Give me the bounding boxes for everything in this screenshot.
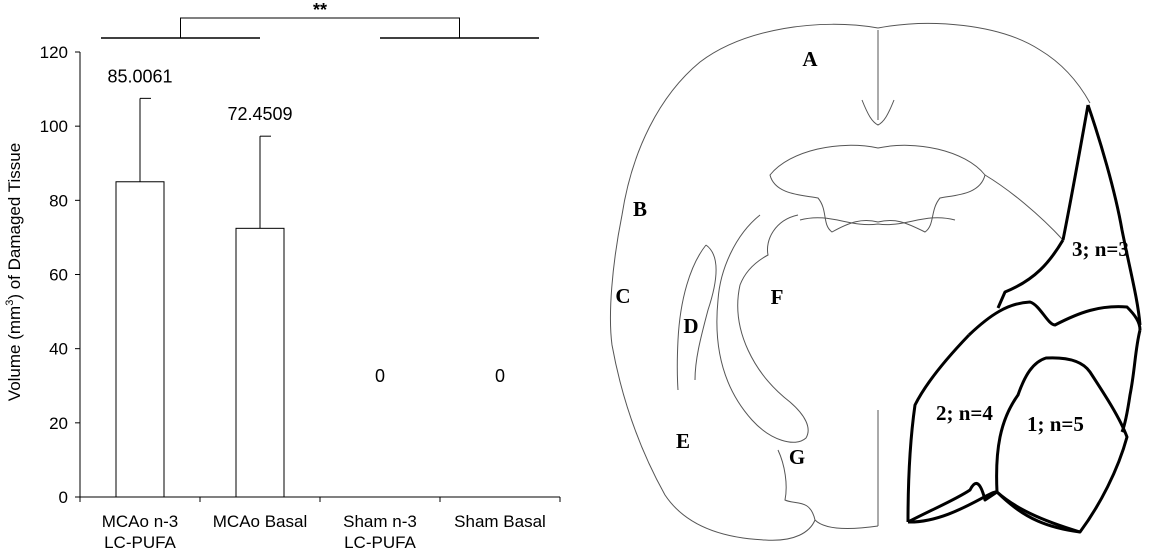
striatum-contour bbox=[716, 214, 809, 443]
y-tick-label-120: 120 bbox=[40, 43, 68, 62]
x-tick-label-line: LC-PUFA bbox=[104, 533, 176, 552]
brain-outline-left bbox=[609, 23, 879, 541]
x-tick-label-1: MCAo Basal bbox=[213, 512, 307, 531]
zone-2-top bbox=[967, 300, 1142, 337]
zone-2-left bbox=[906, 333, 971, 523]
ventricle bbox=[769, 144, 986, 233]
lower-contour bbox=[777, 449, 816, 521]
value-label-2: 0 bbox=[375, 366, 385, 386]
brain-outline-right bbox=[877, 22, 1091, 104]
x-tick-label-line: LC-PUFA bbox=[344, 533, 416, 552]
significance-bracket: ** bbox=[101, 0, 539, 39]
zone-3-lower bbox=[996, 239, 1065, 309]
y-axis-title-suffix: ) of Damaged Tissue bbox=[5, 143, 24, 300]
y-tick-label-100: 100 bbox=[40, 117, 68, 136]
value-label-3: 0 bbox=[495, 366, 505, 386]
external-capsule-outer bbox=[694, 244, 717, 381]
x-tick-label-line: Sham Basal bbox=[454, 512, 546, 531]
y-tick-label-20: 20 bbox=[49, 414, 68, 433]
y-axis-title-superscript: 3 bbox=[4, 300, 16, 306]
region-label-g: G bbox=[789, 445, 805, 469]
brain-section-panel: A B C D E F G 3; n=3 2; n=4 1; n=5 bbox=[580, 0, 1158, 558]
value-labels: 85.0061 72.4509 0 0 bbox=[107, 66, 505, 386]
ventricle-inner bbox=[799, 217, 956, 226]
y-axis: 0 20 40 60 80 100 120 bbox=[40, 43, 81, 507]
significance-bracket-line bbox=[180, 17, 460, 38]
x-tick-label-line: Sham n-3 bbox=[343, 512, 417, 531]
bar-0 bbox=[115, 181, 165, 498]
x-tick-label-3: Sham Basal bbox=[454, 512, 546, 531]
midline-notch bbox=[861, 99, 895, 126]
value-label-0: 85.0061 bbox=[107, 66, 172, 86]
zone-label-1: 1; n=5 bbox=[1027, 412, 1084, 436]
y-tick-label-80: 80 bbox=[49, 191, 68, 210]
region-label-e: E bbox=[676, 429, 690, 453]
value-label-1: 72.4509 bbox=[227, 104, 292, 124]
y-axis-title-prefix: Volume (mm bbox=[5, 306, 24, 401]
y-axis-title: Volume (mm3) of Damaged Tissue bbox=[4, 143, 24, 401]
bar-1 bbox=[235, 227, 285, 498]
region-label-f: F bbox=[771, 285, 784, 309]
y-tick-label-40: 40 bbox=[49, 340, 68, 359]
right-cortex-line bbox=[984, 174, 1064, 241]
bars bbox=[115, 97, 524, 498]
external-capsule bbox=[676, 244, 707, 391]
region-label-a: A bbox=[802, 47, 818, 71]
y-tick-label-0: 0 bbox=[59, 488, 68, 507]
x-tick-label-line: MCAo n-3 bbox=[102, 512, 179, 531]
zone-2-bottom bbox=[907, 482, 998, 524]
zone-bottom-base bbox=[907, 490, 1081, 534]
y-tick-label-60: 60 bbox=[49, 266, 68, 285]
zone-label-3: 3; n=3 bbox=[1072, 237, 1129, 261]
brain-section-diagram: A B C D E F G 3; n=3 2; n=4 1; n=5 bbox=[609, 22, 1142, 541]
region-label-c: C bbox=[615, 284, 630, 308]
x-tick-label-line: MCAo Basal bbox=[213, 512, 307, 531]
region-label-d: D bbox=[683, 314, 698, 338]
zone-3-left bbox=[1061, 104, 1090, 241]
zone-label-2: 2; n=4 bbox=[936, 401, 993, 425]
zone-3-outline bbox=[1086, 104, 1142, 326]
region-label-b: B bbox=[633, 197, 647, 221]
zone-2-right bbox=[1120, 329, 1142, 433]
significance-label: ** bbox=[313, 0, 327, 20]
